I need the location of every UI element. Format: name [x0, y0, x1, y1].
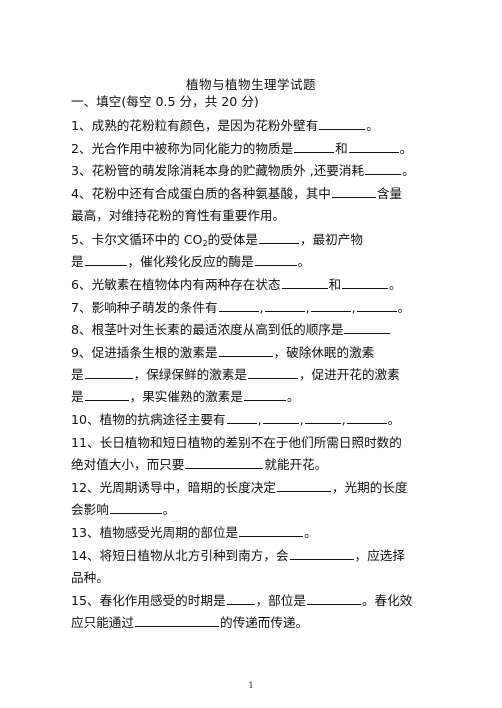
answer-blank[interactable]	[262, 412, 299, 424]
answer-blank[interactable]	[247, 367, 298, 379]
question-3: 3、花粉管的萌发除消耗本身的贮藏物质外 ,还要消耗。	[71, 163, 415, 178]
question-14-line1: 14、将短日植物从北方引种到南方，会，应选择	[71, 548, 405, 563]
answer-blank[interactable]	[344, 322, 391, 334]
question-2: 2、光合作用中被称为同化能力的物质是和。	[71, 141, 413, 156]
answer-blank[interactable]	[254, 254, 297, 266]
answer-blank[interactable]	[348, 141, 399, 153]
page-number: 1	[248, 681, 254, 690]
answer-blank[interactable]	[84, 389, 129, 401]
answer-blank[interactable]	[243, 389, 286, 401]
question-11-line2: 绝对值大小，而只要就能开花。	[71, 457, 328, 472]
answer-blank[interactable]	[331, 186, 376, 198]
answer-blank[interactable]	[84, 254, 127, 266]
answer-blank[interactable]	[226, 412, 257, 424]
answer-blank[interactable]	[185, 457, 264, 469]
answer-blank[interactable]	[264, 300, 305, 312]
answer-blank[interactable]	[310, 300, 351, 312]
question-9-line2: 是，保绿保鲜的激素是，促进开花的激素	[71, 367, 400, 382]
answer-blank[interactable]	[281, 277, 328, 289]
question-11-line1: 11、长日植物和短日植物的差别不在于他们所需日照时数的	[71, 435, 402, 450]
answer-blank[interactable]	[289, 548, 354, 560]
answer-blank[interactable]	[319, 118, 366, 130]
answer-blank[interactable]	[258, 232, 299, 244]
question-6: 6、光敏素在植物体内有两种存在状态和。	[71, 277, 402, 292]
question-4-line1: 4、花粉中还有合成蛋白质的各种氨基酸，其中含量	[71, 186, 403, 201]
section-heading: 一、填空(每空 0.5 分，共 20 分)	[71, 94, 259, 109]
question-5-line1: 5、卡尔文循环中的 CO2的受体是，最初产物	[71, 232, 363, 248]
answer-blank[interactable]	[365, 163, 402, 175]
page-title: 植物与植物生理学试题	[185, 77, 316, 92]
answer-blank[interactable]	[306, 593, 361, 605]
question-15-line1: 15、春化作用感受的时期是，部位是。春化效	[71, 593, 413, 608]
answer-blank[interactable]	[239, 525, 304, 537]
answer-blank[interactable]	[134, 615, 219, 627]
question-12-line1: 12、光周期诱导中，暗期的长度决定，光期的长度	[71, 480, 408, 495]
answer-blank[interactable]	[304, 412, 341, 424]
question-4-line2: 最高，对维持花粉的育性有重要作用。	[71, 208, 286, 223]
question-7: 7、影响种子萌发的条件有,,,。	[71, 300, 411, 315]
answer-blank[interactable]	[356, 300, 397, 312]
answer-blank[interactable]	[109, 502, 162, 514]
answer-blank[interactable]	[294, 141, 335, 153]
question-13: 13、植物感受光周期的部位是。	[71, 525, 317, 540]
question-5-line2: 是，催化羧化反应的酶是。	[71, 254, 311, 269]
answer-blank[interactable]	[342, 277, 389, 289]
answer-blank[interactable]	[218, 345, 273, 357]
question-14-line2: 品种。	[71, 570, 109, 585]
question-10: 10、植物的抗病途径主要有,,,。	[71, 412, 401, 427]
question-12-line2: 会影响。	[71, 502, 176, 517]
question-9-line3: 是，果实催熟的激素是。	[71, 389, 300, 404]
question-1: 1、成熟的花粉粒有颜色，是因为花粉外壁有。	[71, 118, 379, 133]
answer-blank[interactable]	[218, 300, 259, 312]
answer-blank[interactable]	[276, 480, 331, 492]
question-9-line1: 9、促进插条生根的激素是，破除休眠的激素	[71, 345, 375, 360]
question-8: 8、根茎叶对生长素的最适浓度从高到低的顺序是	[71, 322, 433, 338]
answer-blank[interactable]	[346, 412, 387, 424]
question-15-line2: 应只能通过的传递而传递。	[71, 615, 309, 630]
answer-blank[interactable]	[226, 593, 255, 605]
answer-blank[interactable]	[84, 367, 133, 379]
